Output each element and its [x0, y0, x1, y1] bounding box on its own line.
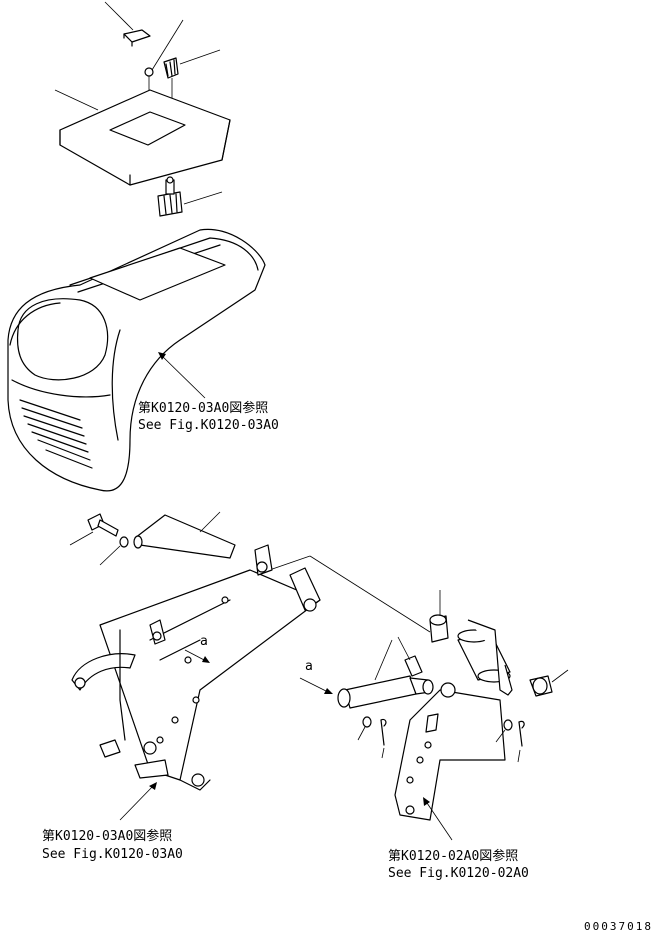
drawing-number: 00037018 — [584, 920, 653, 933]
ref-text-en: See Fig.K0120-03A0 — [42, 847, 183, 862]
ref-text-en: See Fig.K0120-03A0 — [138, 418, 279, 433]
damper-assembly: a — [299, 590, 569, 841]
ref-text-jp: 第K0120-03A0図参照 — [138, 400, 268, 416]
top-switch-assembly — [54, 1, 231, 217]
ref-text-en: See Fig.K0120-02A0 — [388, 866, 529, 881]
view-label-a-left: a — [200, 634, 208, 649]
console-box — [7, 228, 266, 492]
view-label-a-right: a — [305, 659, 313, 674]
bracket-assembly: a — [69, 511, 431, 821]
ref-text-jp: 第K0120-02A0図参照 — [388, 848, 518, 864]
ref-text-jp: 第K0120-03A0図参照 — [42, 828, 172, 844]
